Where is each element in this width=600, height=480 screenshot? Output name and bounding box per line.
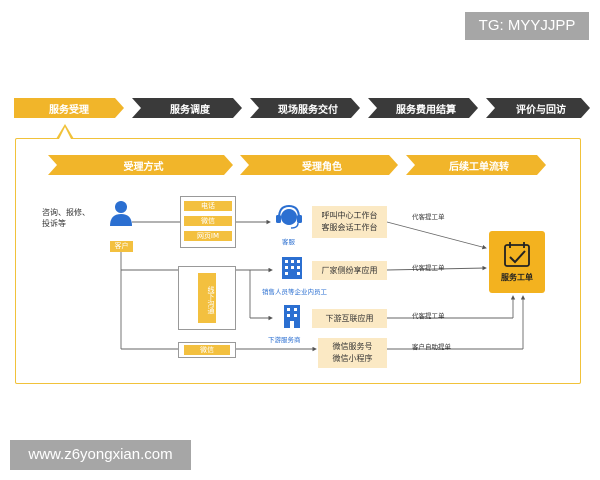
user-icon <box>110 201 132 226</box>
frame-notch-inner <box>58 127 71 139</box>
section-acceptance-role: 受理角色 <box>240 155 398 175</box>
section-work-order-flow: 后续工单流转 <box>406 155 546 175</box>
role-downstream-app: 下游互联应用 <box>312 309 387 328</box>
role-service-label: 客服 <box>282 238 295 246</box>
service-desk-call-center: 呼叫中心工作台 <box>321 211 378 220</box>
channel-wechat: 微信 <box>184 216 232 226</box>
edge-label-proxy-ticket-2: 代客提工单 <box>412 264 445 272</box>
work-order-node: 服务工单 <box>489 231 545 293</box>
work-order-label: 服务工单 <box>501 272 533 282</box>
section-acceptance-method: 受理方式 <box>48 155 233 175</box>
watermark-telegram: TG: MYYJJPP <box>465 12 589 40</box>
channel-phone: 电话 <box>184 201 232 211</box>
role-wechat-apps: 微信服务号 微信小程序 <box>318 338 387 368</box>
channel-wechat-self: 微信 <box>184 345 230 355</box>
role-downstream-label: 下游服务商 <box>268 336 301 344</box>
role-vendor-app: 厂家侧纷享应用 <box>312 261 387 280</box>
stage-onsite-delivery: 现场服务交付 <box>250 98 360 118</box>
acceptance-detail-frame <box>15 138 581 384</box>
edge-label-proxy-ticket-1: 代客提工单 <box>412 213 445 221</box>
stage-service-acceptance: 服务受理 <box>14 98 124 118</box>
building-icon <box>282 257 302 279</box>
office-icon <box>284 305 300 328</box>
role-sales-label: 销售人员等企业内员工 <box>262 288 327 296</box>
wechat-service-account: 微信服务号 <box>332 342 373 351</box>
channel-offline-communication: 线下沟通 <box>198 273 216 323</box>
edge-label-proxy-ticket-3: 代客提工单 <box>412 312 445 320</box>
stage-fee-settlement: 服务费用结算 <box>368 98 478 118</box>
wechat-mini-program: 微信小程序 <box>332 354 373 363</box>
service-desk-chat: 客服会话工作台 <box>321 223 378 232</box>
edge-label-self-service: 客户自助提单 <box>412 343 451 351</box>
stage-review-followup: 评价与回访 <box>486 98 590 118</box>
role-service-desks: 呼叫中心工作台 客服会话工作台 <box>312 206 387 238</box>
work-order-icon <box>504 241 530 267</box>
stage-service-dispatch: 服务调度 <box>132 98 242 118</box>
watermark-website: www.z6yongxian.com <box>10 440 191 470</box>
channel-web-im: 网页IM <box>184 231 232 241</box>
headset-icon <box>276 204 302 229</box>
customer-label: 客户 <box>110 241 133 252</box>
customer-needs: 咨询、报修、 投诉等 <box>42 208 90 228</box>
